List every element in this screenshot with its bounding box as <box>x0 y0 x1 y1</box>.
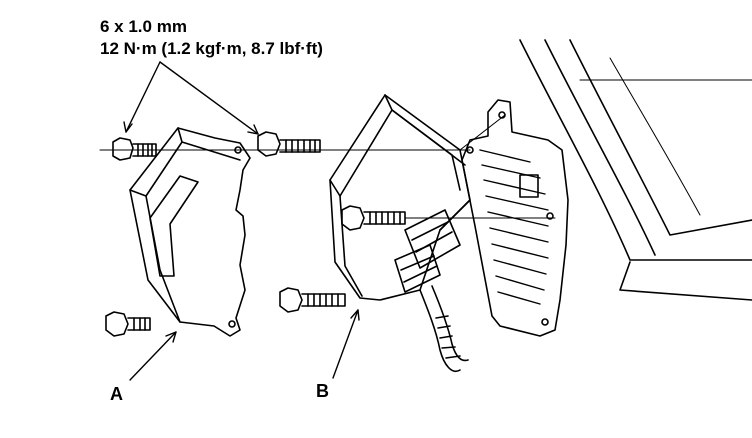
bolt-middle-b <box>341 205 406 231</box>
alignment-lines <box>99 114 556 219</box>
bolt-lower-middle <box>279 287 346 313</box>
spec-leader-lines <box>123 61 259 135</box>
bolt-size-label: 6 x 1.0 mm <box>100 17 187 36</box>
callout-leader-a <box>129 331 177 381</box>
control-module-b <box>329 94 471 301</box>
torque-spec-label: 12 N·m (1.2 kgf·m, 8.7 lbf·ft) <box>100 39 323 58</box>
bolt-lower-left <box>105 311 151 337</box>
cover-a <box>129 127 251 337</box>
callout-label-b: B <box>316 381 329 401</box>
bolt-top-middle <box>257 131 321 157</box>
wire-harness <box>419 285 469 372</box>
callout-label-a: A <box>110 384 123 404</box>
callout-leader-b <box>332 309 360 379</box>
mounting-bracket <box>461 99 569 337</box>
body-panel <box>519 39 752 301</box>
bolt-top-left <box>112 137 157 161</box>
